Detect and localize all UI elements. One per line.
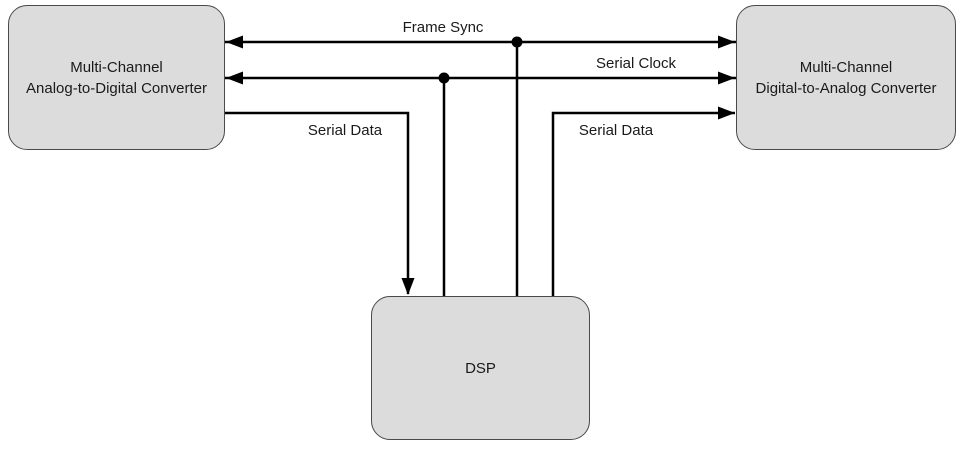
dac-block: Multi-Channel Digital-to-Analog Converte… (736, 5, 956, 150)
dsp-block: DSP (371, 296, 590, 440)
serial-clock-arrow-into-adc (226, 71, 243, 85)
serial-data-arrow-into-dac (718, 106, 735, 120)
serial-clock-arrow-into-dac (718, 71, 735, 85)
frame-sync-arrow-into-adc (226, 35, 243, 49)
serial-clock-junction-dot (438, 72, 450, 84)
dac-block-label: Multi-Channel Digital-to-Analog Converte… (755, 58, 937, 97)
dsp-block-label: DSP (465, 359, 496, 377)
serial-clock-label: Serial Clock (595, 55, 677, 72)
frame-sync-junction-dot (511, 36, 523, 48)
frame-sync-arrow-into-dac (718, 35, 735, 49)
serial-data-adc-to-dsp-line (225, 111, 410, 294)
serial-data-arrow-into-dsp (401, 278, 415, 295)
serial-data-dsp-to-dac-line (551, 111, 735, 296)
adc-block: Multi-Channel Analog-to-Digital Converte… (8, 5, 225, 150)
adc-block-label: Multi-Channel Analog-to-Digital Converte… (26, 58, 207, 97)
serial-data-right-label: Serial Data (578, 122, 654, 139)
frame-sync-label: Frame Sync (402, 19, 484, 36)
serial-data-left-label: Serial Data (307, 122, 383, 139)
